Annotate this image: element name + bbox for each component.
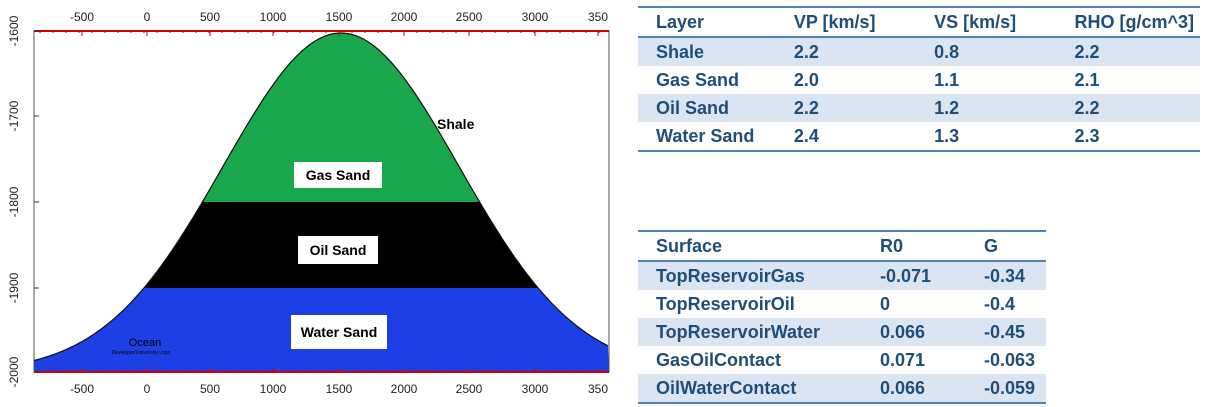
oil-sand-label-box bbox=[298, 236, 378, 264]
layer-table-cell: 1.3 bbox=[916, 122, 1057, 152]
x-tick-label: 0 bbox=[144, 10, 151, 24]
layer-table-cell: 1.2 bbox=[916, 94, 1057, 122]
x-tick-label: 2000 bbox=[391, 10, 418, 24]
layer-table-cell: Oil Sand bbox=[638, 94, 776, 122]
x-tick-label: 1500 bbox=[326, 10, 353, 24]
x-tick-label: 500 bbox=[200, 10, 220, 24]
layer-table-header-cell: VP [km/s] bbox=[775, 6, 917, 38]
water-sand-label: Water Sand bbox=[301, 324, 378, 340]
surface-table-cell: -0.071 bbox=[862, 261, 966, 290]
layer-table-cell: Shale bbox=[638, 37, 776, 66]
x-tick-label: 1000 bbox=[260, 382, 287, 396]
water-sand-label-box bbox=[291, 315, 387, 349]
layer-table-header-cell: RHO [g/cm^3] bbox=[1056, 6, 1200, 38]
dome-outline bbox=[33, 32, 609, 362]
ocean-label: Ocean bbox=[129, 337, 161, 349]
surface-table-row: TopReservoirOil 0 -0.4 bbox=[638, 290, 1046, 318]
surface-table-cell: -0.059 bbox=[966, 374, 1046, 404]
x-tick-label: 1500 bbox=[326, 382, 353, 396]
x-tick-label: 0 bbox=[144, 382, 151, 396]
x-tick-label: 350 bbox=[588, 382, 608, 396]
y-tick-label: -1700 bbox=[7, 100, 21, 131]
layer-table-header-cell: VS [km/s] bbox=[916, 6, 1057, 38]
layer-table-cell: 2.1 bbox=[1074, 69, 1100, 90]
surface-table-row: GasOilContact 0.071 -0.063 bbox=[638, 346, 1046, 374]
surface-table-cell: 0 bbox=[880, 293, 891, 314]
surface-table-cell: 0.071 bbox=[880, 349, 926, 370]
layer-table-cell: 2.2 bbox=[775, 37, 917, 66]
gas-sand-label: Gas Sand bbox=[306, 167, 371, 183]
surface-table-cell: GasOilContact bbox=[656, 349, 782, 370]
surface-table-row: TopReservoirGas-0.071-0.34 bbox=[638, 261, 1046, 290]
x-tick-label: 500 bbox=[200, 382, 220, 396]
layer-table-cell: 2.2 bbox=[775, 94, 917, 122]
x-tick-label: 3000 bbox=[522, 382, 549, 396]
y-tick-label: -2000 bbox=[7, 356, 21, 387]
layer-table-cell: Water Sand bbox=[638, 122, 776, 152]
layer-table-header-cell: Layer bbox=[638, 6, 776, 38]
surface-table-cell: OilWaterContact bbox=[638, 374, 862, 404]
layer-table-cell: 2.3 bbox=[1056, 122, 1200, 152]
oil-sand-label: Oil Sand bbox=[310, 242, 367, 258]
layer-table-cell: 2.0 bbox=[793, 69, 819, 90]
shale-label: Shale bbox=[437, 116, 475, 132]
layer-table-cell: Gas Sand bbox=[656, 69, 740, 90]
x-tick-label: 2000 bbox=[391, 382, 418, 396]
bottom-axis-ticks: -500 0 500 1000 1500 2000 2500 3000 350 bbox=[39, 367, 608, 396]
surface-table-cell: 0.066 bbox=[862, 318, 966, 346]
y-tick-label: -1800 bbox=[7, 186, 21, 217]
x-tick-label: 350 bbox=[588, 10, 608, 24]
gas-sand-label-box bbox=[294, 162, 382, 188]
x-tick-label: 3000 bbox=[522, 10, 549, 24]
x-tick-label: -500 bbox=[70, 382, 94, 396]
layer-table-cell: 2.4 bbox=[775, 122, 917, 152]
x-tick-label: -500 bbox=[70, 10, 94, 24]
layer-table-cell: 1.1 bbox=[934, 69, 960, 90]
surface-table-cell: -0.063 bbox=[984, 349, 1036, 370]
y-tick-label: -1600 bbox=[7, 15, 21, 46]
top-axis-ticks: -500 0 500 1000 1500 2000 2500 3000 350 bbox=[39, 10, 608, 36]
reservoir-model-figure: -500 0 500 1000 1500 2000 2500 3000 350 -500 0 500… bbox=[7, 10, 610, 396]
ocean-credit-logo: Developer/University Logo bbox=[112, 350, 171, 356]
y-tick-label: -1900 bbox=[7, 272, 21, 303]
surface-table-header-cell: Surface bbox=[638, 230, 862, 262]
surface-table-header-cell: R0 bbox=[862, 230, 966, 262]
surface-table-cell: TopReservoirOil bbox=[656, 293, 795, 314]
surface-table-header-cell: G bbox=[966, 230, 1046, 262]
layer-table-cell: 2.2 bbox=[1056, 94, 1200, 122]
x-tick-label: 2500 bbox=[456, 10, 483, 24]
surface-table-cell: -0.34 bbox=[966, 261, 1046, 290]
surface-table-cell: -0.4 bbox=[984, 293, 1016, 314]
surface-table-cell: 0.066 bbox=[862, 374, 966, 404]
layer-table-cell: 0.8 bbox=[916, 37, 1057, 66]
layer-table-row: Gas Sand 2.0 1.1 2.1 bbox=[638, 66, 1200, 94]
surface-table-cell: -0.45 bbox=[966, 318, 1046, 346]
left-axis-ticks: -1600 -1700 -1800 -1900 -2000 bbox=[7, 15, 39, 387]
x-tick-label: 1000 bbox=[260, 10, 287, 24]
layer-table-cell: 2.2 bbox=[1056, 37, 1200, 66]
surface-table-cell: TopReservoirGas bbox=[638, 261, 862, 290]
x-tick-label: 2500 bbox=[456, 382, 483, 396]
surface-table-cell: TopReservoirWater bbox=[638, 318, 862, 346]
